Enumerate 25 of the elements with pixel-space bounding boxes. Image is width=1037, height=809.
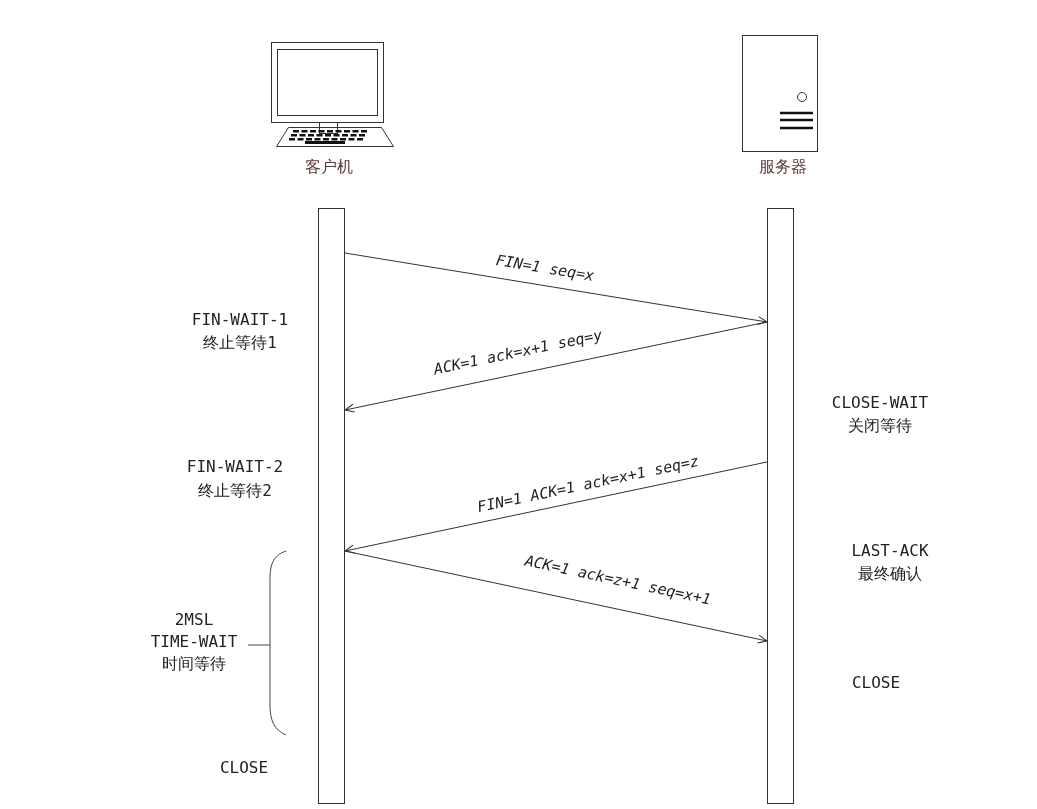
state-name: 终止等待2 [198,481,272,501]
state-name: 终止等待1 [203,333,277,353]
edge-label: ACK=1 ack=x+1 seq=y [431,324,605,380]
state-name: TIME-WAIT [150,632,238,652]
edge-label: FIN=1 ACK=1 ack=x+1 seq=z [475,450,701,518]
state-name: LAST-ACK [851,541,929,561]
arrow [344,461,768,554]
state-name: 关闭等待 [848,416,912,436]
state-name: CLOSE-WAIT [831,393,929,413]
edge-label: ACK=1 ack=z+1 seq=x+1 [523,550,713,610]
state-name: 最终确认 [858,564,922,584]
device-name: 客户机 [305,157,353,177]
state-name: 时间等待 [162,654,226,674]
state-name: CLOSE [219,758,269,778]
lifeline-bar [767,208,794,804]
state-name: FIN-WAIT-1 [191,310,289,330]
arrow [344,550,768,644]
state-name: CLOSE [851,673,901,693]
state-name: FIN-WAIT-2 [186,457,284,477]
arrow [344,252,768,325]
arrow [344,321,768,413]
edge-label: FIN=1 seq=x [494,250,596,286]
device-name: 服务器 [759,157,807,177]
duration-label: 2MSL [174,610,214,630]
lifeline-bar [318,208,345,804]
